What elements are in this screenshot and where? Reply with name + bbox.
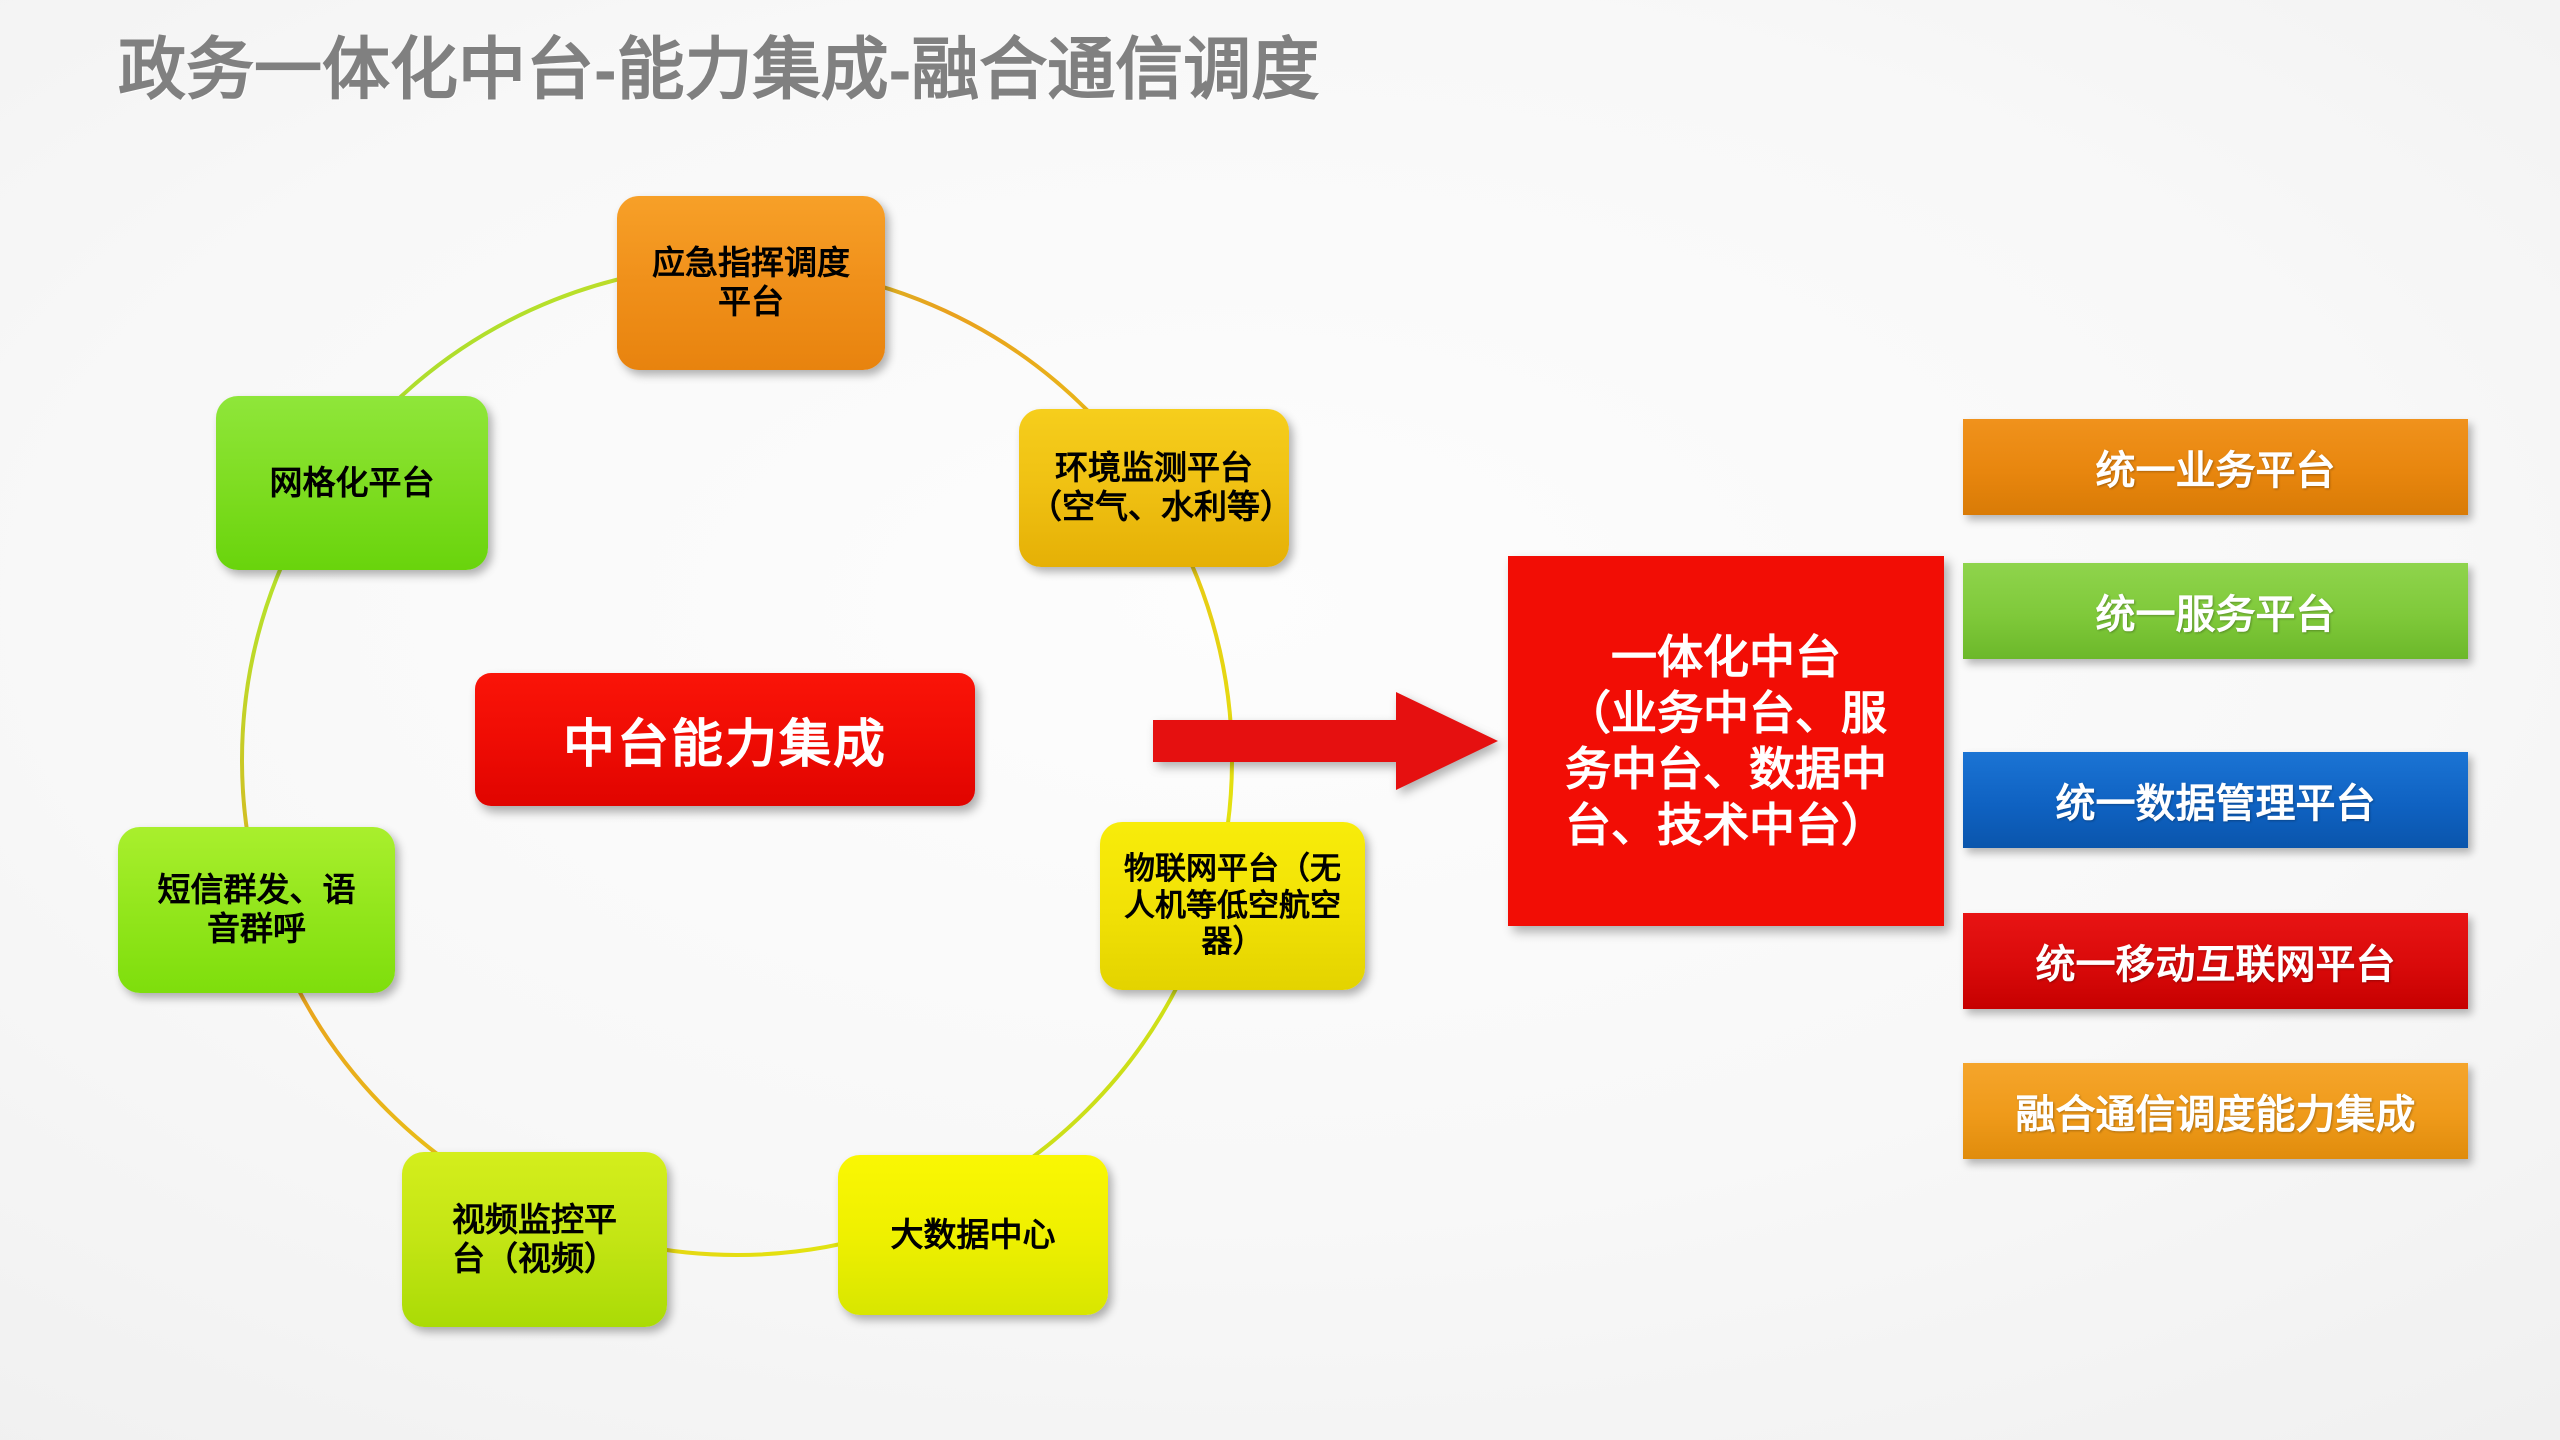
cycle-node-video[interactable]: 视频监控平 台（视频）	[402, 1152, 667, 1327]
platform-bar-service[interactable]: 统一服务平台	[1963, 563, 2468, 659]
platform-bar-business[interactable]: 统一业务平台	[1963, 419, 2468, 515]
platform-bar-fusion[interactable]: 融合通信调度能力集成	[1963, 1063, 2468, 1159]
cycle-node-iot[interactable]: 物联网平台（无 人机等低空航空 器）	[1100, 822, 1365, 990]
cycle-center-label[interactable]: 中台能力集成	[475, 673, 975, 806]
cycle-node-emergency[interactable]: 应急指挥调度 平台	[617, 196, 885, 370]
cycle-node-sms[interactable]: 短信群发、语 音群呼	[118, 827, 395, 993]
platform-bar-mobile[interactable]: 统一移动互联网平台	[1963, 913, 2468, 1009]
cycle-node-environment[interactable]: 环境监测平台 （空气、水利等）	[1019, 409, 1293, 567]
cycle-node-grid[interactable]: 网格化平台	[216, 396, 488, 570]
cycle-node-bigdata[interactable]: 大数据中心	[838, 1155, 1108, 1315]
page-title: 政务一体化中台-能力集成-融合通信调度	[118, 32, 1320, 108]
platform-bar-data[interactable]: 统一数据管理平台	[1963, 752, 2468, 848]
integrated-platform-block[interactable]: 一体化中台 （业务中台、服 务中台、数据中 台、技术中台）	[1508, 556, 1944, 926]
flow-arrow-icon	[1153, 692, 1498, 790]
